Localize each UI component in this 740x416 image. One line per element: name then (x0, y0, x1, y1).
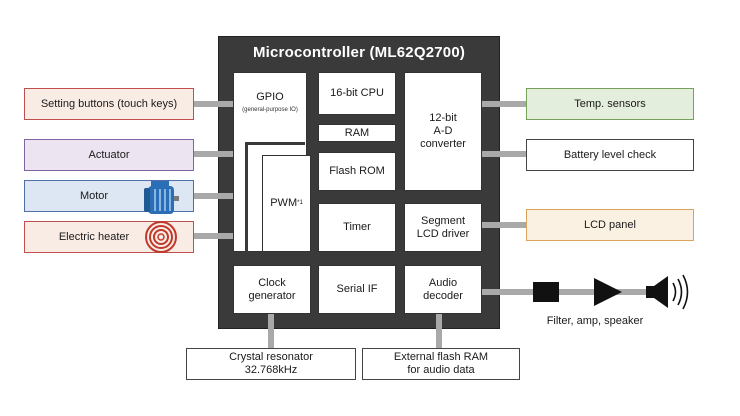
clock-generator-block: Clock generator (233, 265, 311, 314)
clock-label-line1: Clock (258, 276, 286, 289)
crystal-label-line2: 32.768kHz (244, 364, 298, 376)
setting-buttons-box: Setting buttons (touch keys) (24, 88, 194, 120)
connector-flash (436, 314, 442, 350)
flash-label-line1: External flash RAM (393, 351, 489, 363)
connector-heater (194, 233, 236, 239)
setting-buttons-label: Setting buttons (touch keys) (40, 98, 178, 110)
microcontroller-title: Microcontroller (ML62Q2700) (252, 43, 466, 61)
gpio-label: GPIO (256, 91, 284, 103)
amplifier-icon (594, 278, 622, 306)
flash-rom-block: Flash ROM (318, 152, 396, 191)
clock-label-line2: generator (248, 289, 296, 302)
flash-label-line2: for audio data (407, 364, 475, 376)
connector-actuator (194, 151, 236, 157)
serial-if-block: Serial IF (318, 265, 396, 314)
lcd-driver-label-line1: Segment (420, 214, 466, 227)
audio-decoder-block: Audio decoder (404, 265, 482, 314)
lcd-panel-label: LCD panel (584, 219, 636, 231)
heater-coil-icon (145, 221, 177, 253)
actuator-box: Actuator (24, 139, 194, 171)
connector-crystal (268, 314, 274, 350)
pwm-block: PWM*1 (262, 155, 311, 252)
cpu-label: 16-bit CPU (330, 87, 384, 99)
motor-label: Motor (79, 190, 109, 202)
adc-label-line1: 12-bit (429, 112, 457, 124)
temp-sensors-box: Temp. sensors (526, 88, 694, 120)
connector-buttons (194, 101, 236, 107)
connector-temp (480, 101, 526, 107)
crystal-label-line1: Crystal resonator (229, 351, 313, 363)
flash-rom-label: Flash ROM (329, 165, 385, 177)
adc-block: 12-bit A-D converter (404, 72, 482, 191)
battery-level-box: Battery level check (526, 139, 694, 171)
ram-block: RAM (318, 124, 396, 142)
lcd-driver-block: Segment LCD driver (404, 203, 482, 252)
ram-label: RAM (344, 126, 370, 139)
lcd-driver-label-line2: LCD driver (416, 227, 470, 240)
pwm-label: PWM (270, 197, 298, 209)
lcd-panel-box: LCD panel (526, 209, 694, 241)
timer-label: Timer (343, 221, 371, 233)
gpio-divider-horizontal (245, 142, 305, 145)
crystal-resonator-box: Crystal resonator 32.768kHz (186, 348, 356, 380)
connector-battery (480, 151, 526, 157)
pwm-note: *1 (297, 200, 303, 206)
connector-audio-chain (600, 289, 650, 295)
adc-label-line3: converter (420, 138, 466, 150)
motor-icon (144, 181, 179, 214)
gpio-sublabel: (general-purpose IO) (242, 107, 298, 113)
speaker-icon (646, 274, 689, 310)
adc-label-line2: A-D (433, 125, 453, 137)
actuator-label: Actuator (88, 149, 130, 161)
filter-icon (533, 282, 559, 302)
audio-label-line1: Audio (428, 276, 458, 289)
temp-sensors-label: Temp. sensors (574, 98, 646, 110)
connector-lcd (480, 222, 526, 228)
audio-label-line2: decoder (423, 289, 463, 302)
gpio-divider-vertical (245, 142, 248, 252)
timer-block: Timer (318, 203, 396, 252)
battery-level-label: Battery level check (563, 149, 657, 161)
serial-if-label: Serial IF (336, 283, 378, 295)
external-flash-box: External flash RAM for audio data (362, 348, 520, 380)
audio-chain-label: Filter, amp, speaker (546, 315, 644, 327)
cpu-block: 16-bit CPU (318, 72, 396, 115)
electric-heater-label: Electric heater (58, 231, 130, 243)
connector-motor (180, 193, 264, 199)
